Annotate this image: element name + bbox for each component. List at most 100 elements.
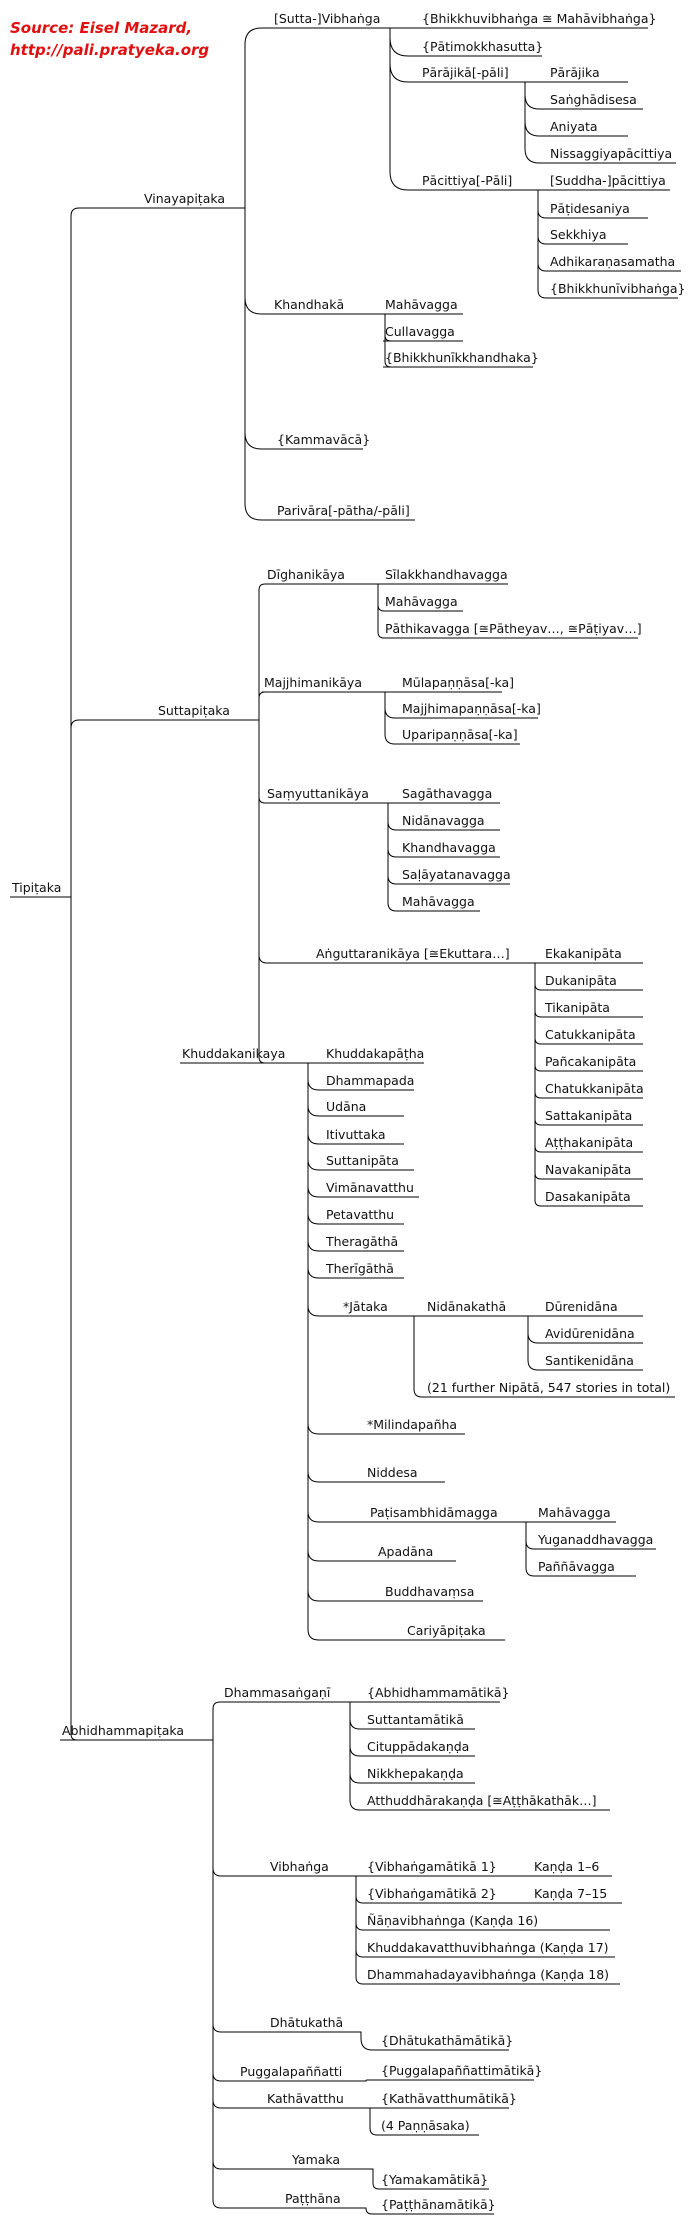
tree-connector	[242, 207, 275, 450]
tree-connector	[535, 189, 548, 299]
tree-node-chatukkanipata: Chatukkanipāta	[545, 1081, 644, 1096]
tree-node-vibhanga: Vibhaṅga	[270, 1859, 329, 1874]
tree-connector	[387, 27, 420, 57]
tree-node-buddhavamsa: Buddhavaṃsa	[385, 1584, 474, 1599]
tree-connector	[363, 2207, 379, 2215]
tree-node-ekakanipata: Ekakanipāta	[545, 946, 622, 961]
tree-node-puggalapannatti: Puggalapaññatti	[240, 2064, 342, 2079]
tree-node-nidanakatha: Nidānakathā	[427, 1299, 506, 1314]
tree-connector	[367, 2107, 379, 2136]
tree-connectors	[10, 27, 681, 2215]
tree-node-nikkhepakanda: Nikkhepakaṇḍa	[367, 1766, 464, 1781]
tree-node-dukanipata: Dukanipāta	[545, 973, 617, 988]
tree-node-navakanipata: Navakanipāta	[545, 1162, 631, 1177]
tree-connector	[210, 1701, 222, 1741]
tree-connector	[242, 207, 272, 315]
tree-node-tipitaka: Tipiṭaka	[11, 880, 61, 895]
tree-connector	[385, 802, 400, 831]
tree-connector	[242, 27, 272, 209]
tree-node-samyuttanikaya: Saṃyuttanikāya	[267, 786, 369, 801]
tree-connector	[210, 1739, 268, 2033]
tree-node-nidanavagga: Nidānavagga	[402, 813, 485, 828]
tree-node-theragatha: Theragāthā	[325, 1234, 398, 1249]
tree-connector	[532, 962, 543, 1045]
tree-node-vibhangamatika-2: {Vibhaṅgamātikā 2}	[367, 1886, 497, 1901]
tree-node-khuddakanikaya: Khuddakanikaya	[182, 1046, 285, 1061]
tree-connector	[347, 1701, 365, 1811]
tree-node-vinayapitaka: Vinayapiṭaka	[144, 191, 225, 206]
tree-node-jataka: *Jātaka	[343, 1299, 388, 1314]
tree-node-yuganaddhavagga: Yuganaddhavagga	[537, 1532, 653, 1547]
tree-node-parajika-pali: Pārājikā[-pāli]	[422, 65, 509, 80]
tree-node-bhikkhunivibhanga: {Bhikkhunīvibhaṅga}	[550, 281, 686, 296]
tree-node-salayatanavagga: Saḷāyatanavagga	[402, 867, 511, 882]
tree-connector	[180, 719, 266, 1064]
tree-connector	[242, 207, 275, 521]
tree-node-sanghadisesa: Saṅghādisesa	[550, 92, 637, 107]
tree-node-majjhimanikaya: Majjhimanikāya	[264, 675, 362, 690]
tree-node-patthanamatika: {Paṭṭhānamātikā}	[381, 2197, 496, 2212]
tree-connector	[353, 1875, 365, 1958]
tree-node-khandhaka: Khandhakā	[274, 297, 344, 312]
tree-node-yamakamatika: {Yamakamātikā}	[381, 2172, 488, 2187]
tree-connector	[256, 583, 266, 721]
tree-node-bhikkhunikkhandhaka: {Bhikkhunīkkhandhaka}	[385, 350, 539, 365]
tree-node-mahavagga: Mahāvagga	[385, 297, 458, 312]
tree-connector	[387, 27, 420, 191]
tree-node-khuddakavatthuvibhannga-kanda-17: Khuddakavatthuvibhaṅnga (Kaṇḍa 17)	[367, 1940, 609, 1955]
tree-node-suttantamatika: Suttantamātikā	[367, 1712, 464, 1727]
tree-connector	[68, 207, 142, 898]
tree-connector	[358, 2031, 379, 2051]
tree-connector	[411, 1315, 425, 1398]
tree-node-dhammasangani: Dhammasaṅgaṇī	[224, 1685, 331, 1700]
tree-connector	[387, 27, 420, 83]
tree-node-vibhangamatika-1: {Vibhaṅgamātikā 1}	[367, 1859, 497, 1874]
tree-node-silakkhandhavagga: Sīlakkhandhavagga	[385, 567, 508, 582]
tree-node-therigatha: Therīgāthā	[325, 1261, 394, 1276]
tree-node-abhidhammapitaka: Abhidhammapiṭaka	[62, 1723, 184, 1738]
tree-connector	[353, 1875, 365, 1985]
tree-node-cituppadakanda: Cituppādakaṇḍa	[367, 1739, 469, 1754]
tree-node-itivuttaka: Itivuttaka	[326, 1127, 386, 1142]
tree-node-pacittiya-pali: Pācittiya[-Pāli]	[422, 173, 512, 188]
tree-connector	[522, 81, 548, 110]
tree-node-kanda-1-6: Kaṇḍa 1–6	[534, 1859, 599, 1874]
tree-node-mulapannasa-ka: Mūlapaṇṇāsa[-ka]	[402, 675, 514, 690]
tree-connector	[305, 1062, 405, 1641]
tree-node-milindapanha: *Milindapañha	[367, 1417, 457, 1432]
tree-node-khandhavagga: Khandhavagga	[402, 840, 496, 855]
tree-node-avidurenidana: Avidūrenidāna	[545, 1326, 635, 1341]
tree-node-aniyata: Aniyata	[550, 119, 598, 134]
tree-node-patisambhidamagga: Paṭisambhidāmagga	[370, 1505, 498, 1520]
tree-connector	[525, 1315, 543, 1371]
tree-node-nissaggiyapacittiya: Nissaggiyapācittiya	[550, 146, 672, 161]
tree-node-anguttaranikaya-ekuttara: Aṅguttaranikāya [≅Ekuttara…]	[316, 946, 510, 961]
tree-connector	[60, 896, 78, 1741]
tree-node-mahavagga: Mahāvagga	[385, 594, 458, 609]
tree-node-atthakanipata: Aṭṭhakanipāta	[545, 1135, 633, 1150]
tree-node-udana: Udāna	[326, 1099, 366, 1114]
tree-node-cullavagga: Cullavagga	[385, 324, 455, 339]
tree-connector	[68, 719, 156, 898]
tree-node-patimokkhasutta: {Pātimokkhasutta}	[422, 39, 543, 54]
tree-connector	[385, 802, 400, 885]
tree-node-patidesaniya: Pāṭidesaniya	[550, 201, 630, 216]
tree-node-majjhimapannasa-ka: Majjhimapaṇṇāsa[-ka]	[402, 701, 541, 716]
tree-node-suttapitaka: Suttapiṭaka	[158, 703, 230, 718]
tree-connector	[210, 1739, 265, 2109]
tree-connector	[532, 962, 543, 1099]
tree-node-kathavatthu: Kathāvatthu	[267, 2091, 344, 2106]
tree-node-sutta-vibhanga: [Sutta-]Vibhaṅga	[274, 11, 380, 26]
tree-node-apadana: Apadāna	[378, 1544, 433, 1559]
tree-node-puggalapannattimatika: {Puggalapaññattimātikā}	[381, 2063, 542, 2078]
tree-node-pancakanipata: Pañcakanipāta	[545, 1054, 636, 1069]
tree-connector	[256, 719, 314, 964]
tree-node-yamaka: Yamaka	[291, 2152, 340, 2167]
tree-node-parivara-patha-pali: Parivāra[-pātha/-pāli]	[277, 503, 410, 518]
tree-node-suddha-pacittiya: [Suddha-]pācittiya	[550, 173, 666, 188]
tree-node-dhammahadayavibhannga-kanda-18: Dhammahadayavibhaṅnga (Kaṇḍa 18)	[367, 1967, 609, 1982]
tree-connector	[353, 1875, 365, 1904]
tree-node-patthana: Paṭṭhāna	[285, 2191, 341, 2206]
tree-node-bhikkhuvibhanga-mahavibhanga: {Bhikkhuvibhaṅga ≅ Mahāvibhaṅga}	[422, 11, 656, 26]
